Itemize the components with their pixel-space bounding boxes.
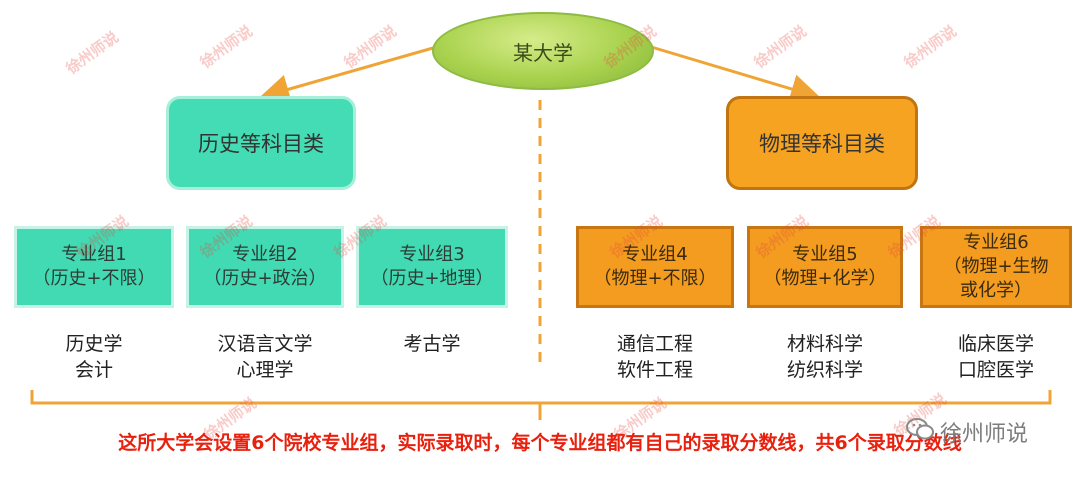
history-category-label: 历史等科目类 — [198, 132, 324, 156]
group-1-majors: 历史学 会计 — [14, 332, 174, 383]
group-3-majors: 考古学 — [356, 332, 508, 358]
summary-brace — [30, 390, 1052, 405]
group-4-title: 专业组4 — [622, 243, 688, 265]
major-item: 心理学 — [236, 358, 294, 381]
group-1-detail: （历史+不限） — [32, 268, 156, 289]
major-group-5: 专业组5 （物理+化学） — [747, 226, 903, 308]
group-1-title: 专业组1 — [61, 243, 127, 265]
group-3-title: 专业组3 — [399, 243, 465, 265]
arrow-to-history — [259, 44, 441, 104]
major-item: 汉语言文学 — [217, 333, 313, 355]
major-item: 临床医学 — [957, 333, 1034, 355]
major-item: 历史学 — [65, 333, 123, 355]
group-6-majors: 临床医学 口腔医学 — [920, 332, 1072, 383]
group-6-detail: （物理+生物 — [943, 255, 1049, 277]
group-4-majors: 通信工程 软件工程 — [576, 332, 734, 383]
major-group-1: 专业组1 （历史+不限） — [14, 226, 174, 308]
brand-mark: 徐州师说 — [906, 415, 1046, 449]
major-item: 通信工程 — [616, 333, 693, 355]
group-2-title: 专业组2 — [232, 243, 298, 265]
brand-label: 徐州师说 — [940, 422, 1029, 447]
major-item: 纺织科学 — [786, 358, 863, 381]
group-5-title: 专业组5 — [792, 243, 858, 265]
major-item: 考古学 — [403, 333, 461, 355]
physics-category: 物理等科目类 — [726, 96, 918, 190]
university-node: 某大学 — [432, 12, 654, 90]
summary-text: 这所大学会设置6个院校专业组，实际录取时，每个专业组都有自己的录取分数线，共6个… — [118, 432, 962, 454]
university-label: 某大学 — [513, 40, 573, 65]
wechat-icon — [906, 417, 936, 447]
major-item: 口腔医学 — [957, 358, 1034, 381]
physics-category-label: 物理等科目类 — [759, 132, 885, 156]
major-item: 材料科学 — [786, 333, 863, 355]
arrow-to-physics — [647, 44, 821, 104]
group-2-majors: 汉语言文学 心理学 — [186, 332, 344, 383]
major-group-3: 专业组3 （历史+地理） — [356, 226, 508, 308]
major-group-4: 专业组4 （物理+不限） — [576, 226, 734, 308]
major-group-2: 专业组2 （历史+政治） — [186, 226, 344, 308]
group-4-detail: （物理+不限） — [593, 268, 717, 289]
group-3-detail: （历史+地理） — [370, 268, 494, 289]
major-group-6: 专业组6 （物理+生物 或化学） — [920, 226, 1072, 308]
major-item: 会计 — [74, 358, 113, 381]
major-item: 软件工程 — [616, 358, 693, 381]
group-5-majors: 材料科学 纺织科学 — [747, 332, 903, 383]
group-5-detail: （物理+化学） — [763, 268, 887, 289]
group-2-detail: （历史+政治） — [203, 268, 327, 289]
history-category: 历史等科目类 — [166, 96, 356, 190]
group-6-title: 专业组6 — [963, 231, 1029, 253]
group-6-detail-line2: 或化学） — [960, 280, 1032, 302]
